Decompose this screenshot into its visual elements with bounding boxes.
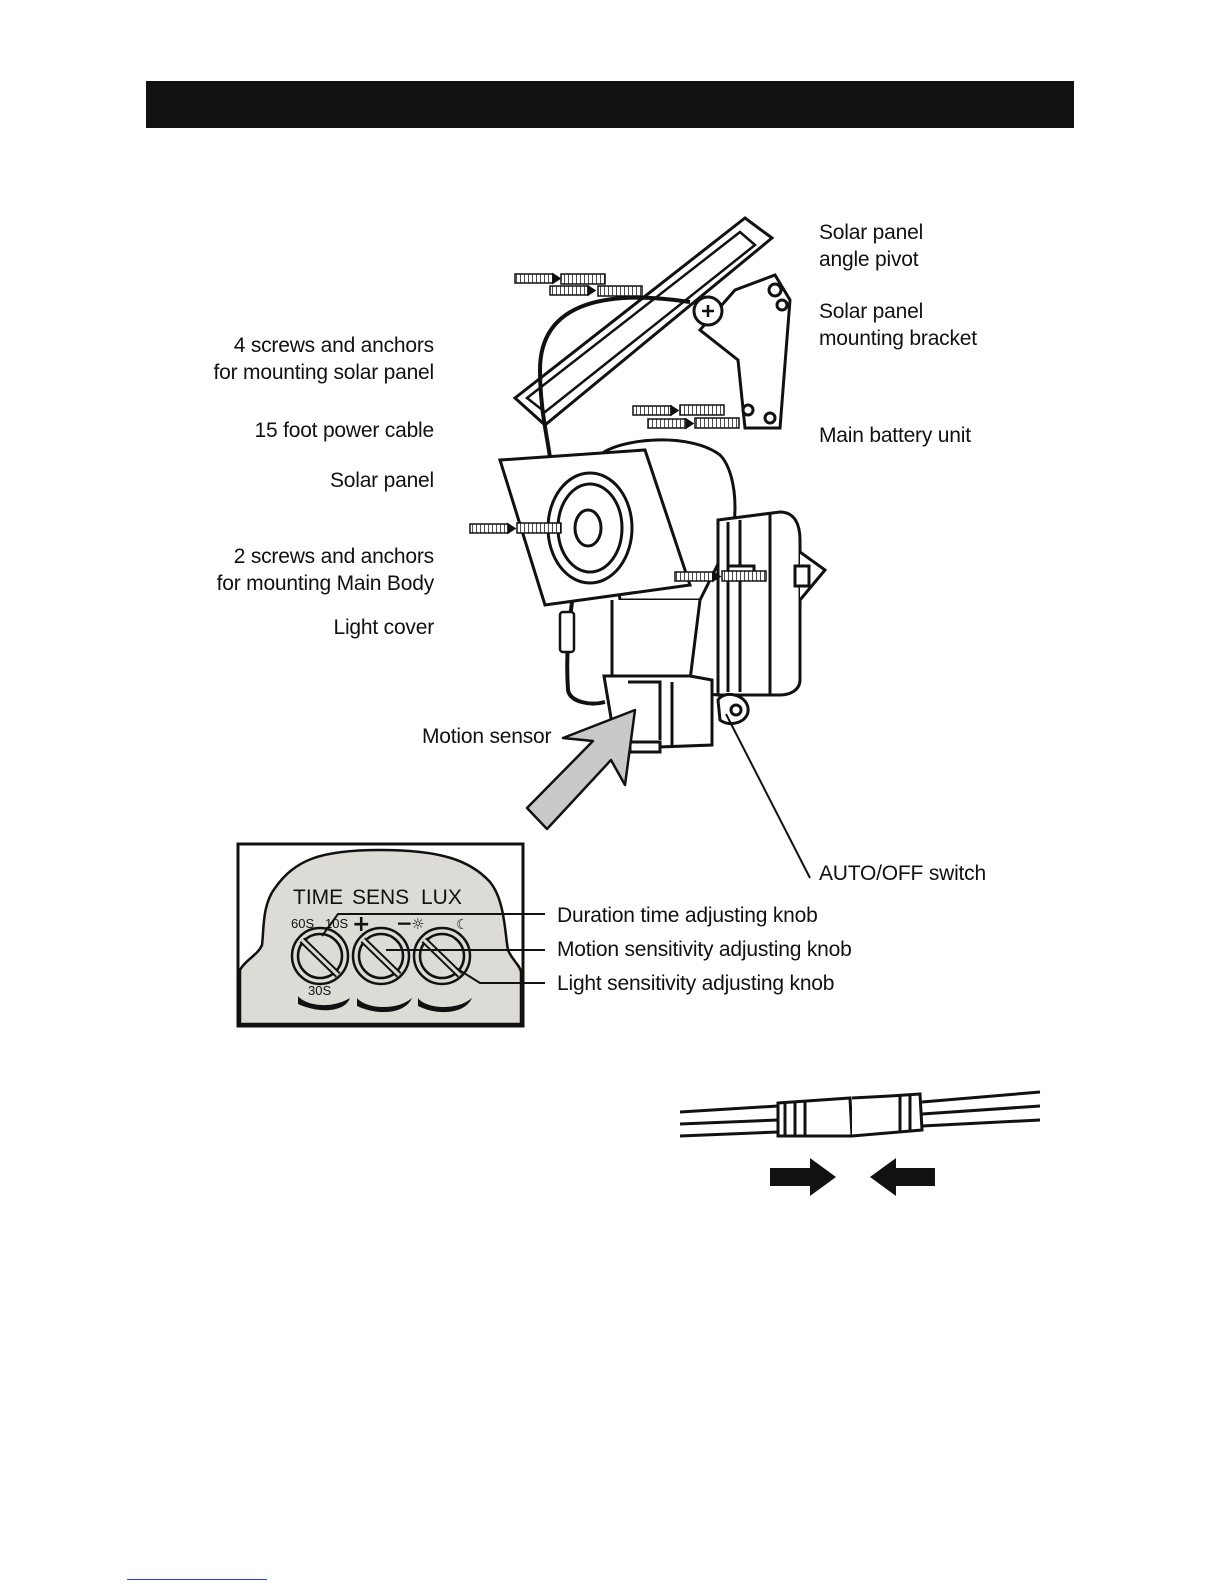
panel-screws — [514, 272, 740, 430]
lux-label: LUX — [421, 886, 462, 909]
t10-label: 10S — [325, 916, 348, 931]
battery-label: Main battery unit — [819, 424, 971, 447]
header-bar — [146, 81, 1074, 128]
minus-sign: − — [396, 911, 413, 935]
time-label: TIME — [293, 886, 343, 909]
light-head-drawing — [498, 438, 737, 682]
t60-label: 60S — [291, 916, 314, 931]
plus-sign: + — [352, 912, 370, 937]
auto-off-switch-drawing — [716, 692, 750, 725]
light-knob-label: Light sensitivity adjusting knob — [557, 972, 835, 995]
solar-panel-drawing — [512, 216, 775, 427]
body-screws — [469, 522, 767, 583]
moon-icon: ☾ — [456, 917, 469, 933]
light-cover-label: Light cover — [333, 616, 434, 639]
t30-label: 30S — [308, 983, 331, 998]
cable-connector-drawing — [679, 1090, 1041, 1138]
cable-label: 15 foot power cable — [254, 419, 435, 442]
sun-icon: ☼ — [411, 915, 424, 933]
control-panel-inset: TIME SENS LUX 60S 10S 30S + − ☼ ☾ — [236, 842, 545, 1028]
solar-panel-mounting-bracket — [692, 273, 792, 430]
duration-knob-label: Duration time adjusting knob — [557, 904, 818, 927]
sens-label: SENS — [352, 886, 409, 909]
connector-arrows — [770, 1158, 935, 1196]
motion-arrow — [525, 708, 637, 831]
power-cable-drawing — [537, 295, 691, 459]
auto-off-leader — [725, 713, 811, 879]
footer-rule — [127, 1579, 267, 1580]
auto-off-label: AUTO/OFF switch — [819, 862, 986, 885]
motion-knob-label: Motion sensitivity adjusting knob — [557, 938, 852, 961]
solar-panel-label: Solar panel — [329, 469, 434, 492]
battery-unit-drawing — [688, 510, 828, 697]
motion-sensor-label: Motion sensor — [422, 725, 552, 748]
